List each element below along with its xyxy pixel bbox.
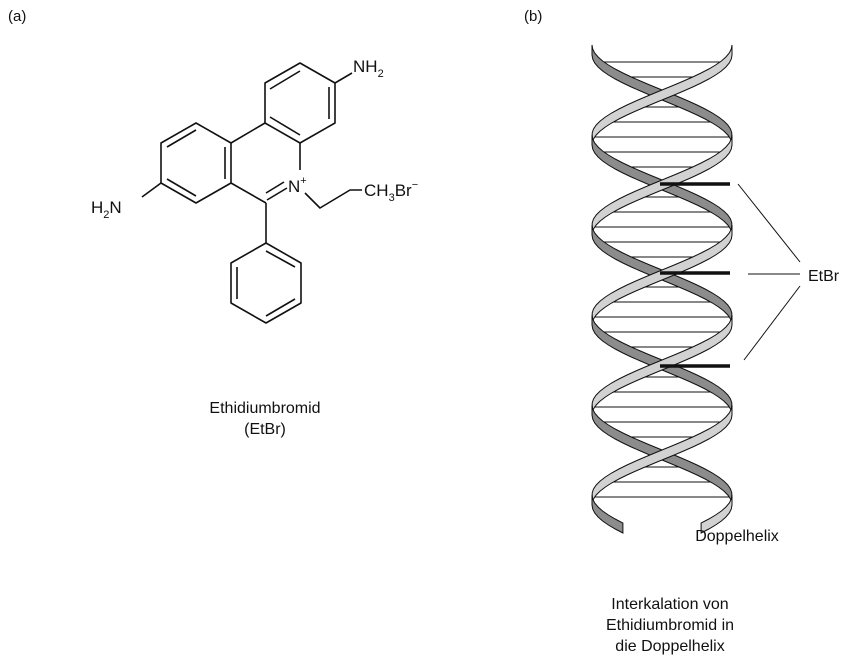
panel-label-b: (b): [524, 8, 543, 25]
etbr-leader-lines: [737, 183, 801, 361]
helix-caption-line1: Interkalation von: [611, 596, 729, 613]
bond-ethyl: [304, 189, 362, 209]
atom-ch3br: CH3Br−: [364, 179, 418, 204]
atom-n-plus: N+: [288, 175, 307, 196]
molecule-caption-abbrev: (EtBr): [244, 421, 286, 438]
helix-caption-line2: Ethidiumbromid in: [605, 617, 735, 634]
etbr-label: EtBr: [808, 268, 840, 285]
ring-left: [160, 122, 232, 204]
atom-nh2-right: NH2: [353, 57, 384, 80]
bond-nh2-right: [334, 72, 353, 84]
atom-h2n-left: H2N: [91, 198, 122, 221]
ring-top: [264, 62, 336, 144]
ring-top-inner-bonds: [269, 70, 330, 136]
base-pair-rungs: [592, 61, 732, 498]
strand-segment-front: [591, 404, 733, 504]
bond-nh2-left: [141, 182, 162, 198]
ring-phenyl-inner-bonds: [236, 250, 296, 317]
ring-phenyl: [230, 242, 302, 324]
strand-segment-back: [591, 494, 624, 534]
helix-strands: [591, 44, 733, 534]
strand-segment-front: [700, 494, 733, 534]
etbr-leader-line: [743, 285, 801, 361]
etbr-intercalators: [660, 182, 730, 368]
molecule-caption-name: Ethidiumbromid: [209, 400, 321, 417]
strand-segment-front: [591, 314, 733, 414]
ring-left-inner-bonds: [166, 129, 226, 197]
panel-label-a: (a): [8, 8, 27, 25]
molecule-caption: Ethidiumbromid (EtBr): [140, 398, 390, 440]
strand-segment-front: [591, 44, 733, 144]
etbr-leader-line: [737, 183, 801, 263]
ring-central: [230, 122, 301, 204]
helix-caption-line3: die Doppelhelix: [615, 638, 725, 655]
helix-name: Doppelhelix: [695, 528, 779, 545]
dna-double-helix: [591, 44, 801, 534]
